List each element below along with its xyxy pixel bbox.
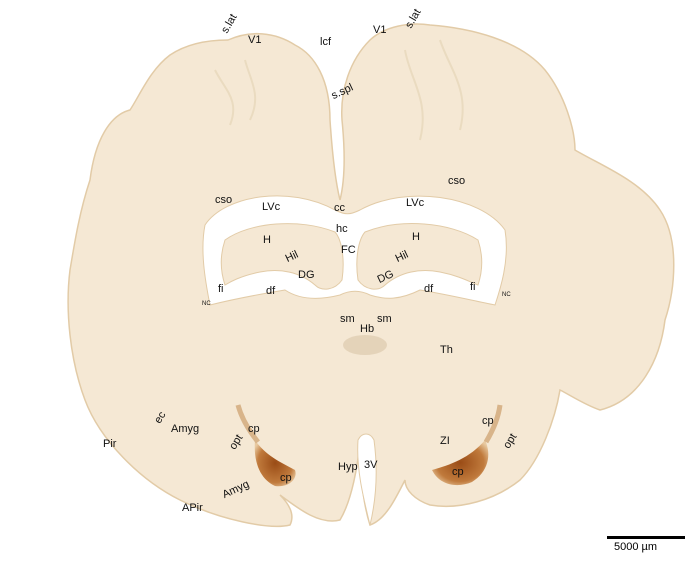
label-v1-right: V1 — [373, 24, 387, 36]
label-h-right: H — [412, 231, 420, 243]
label-v1-left: V1 — [248, 34, 262, 46]
label-apir: APir — [182, 502, 203, 514]
label-fi-right: fi — [470, 281, 476, 293]
label-hb: Hb — [360, 323, 375, 335]
label-cp-left-upper: cp — [248, 423, 260, 435]
label-hc: hc — [336, 223, 348, 235]
label-sm-right: sm — [377, 313, 392, 325]
scale-bar-label: 5000 µm — [614, 541, 658, 553]
label-lcf: lcf — [320, 36, 331, 48]
cp-stain-right — [432, 440, 489, 486]
label-th: Th — [440, 344, 453, 356]
label-hyp: Hyp — [338, 461, 358, 473]
label-amyg-upper: Amyg — [171, 423, 200, 435]
label-cp-left-lower: cp — [280, 472, 292, 484]
cp-tract-right — [483, 404, 503, 444]
label-lvc-left: LVc — [262, 201, 281, 213]
label-sm-left: sm — [340, 313, 355, 325]
scale-bar — [607, 536, 685, 539]
lateral-ventricle — [202, 195, 507, 306]
hippocampus-right — [356, 223, 483, 290]
label-pir: Pir — [103, 438, 117, 450]
label-zi: ZI — [440, 435, 450, 447]
label-nc-right: NC — [502, 292, 511, 298]
label-cc: cc — [334, 202, 345, 214]
label-dg-left: DG — [298, 269, 315, 281]
label-cso-left: cso — [215, 194, 233, 206]
cortical-fold-left — [214, 59, 257, 126]
label-3v: 3V — [364, 459, 378, 471]
cortical-fold-right — [404, 39, 464, 141]
label-lvc-right: LVc — [406, 197, 425, 209]
habenula-stain — [343, 335, 387, 355]
label-h-left: H — [263, 234, 271, 246]
cp-tract-left — [235, 404, 260, 444]
label-nc-left: NC — [202, 301, 211, 307]
cp-stain-left — [254, 440, 296, 487]
label-df-left: df — [266, 285, 276, 297]
label-cp-right-lower: cp — [452, 466, 464, 478]
label-fi-left: fi — [218, 283, 224, 295]
hippocampus-left — [220, 223, 344, 290]
label-fc: FC — [341, 244, 356, 256]
label-df-right: df — [424, 283, 434, 295]
label-cp-right-upper: cp — [482, 415, 494, 427]
third-ventricle — [357, 433, 377, 526]
label-cso-right: cso — [448, 175, 466, 187]
